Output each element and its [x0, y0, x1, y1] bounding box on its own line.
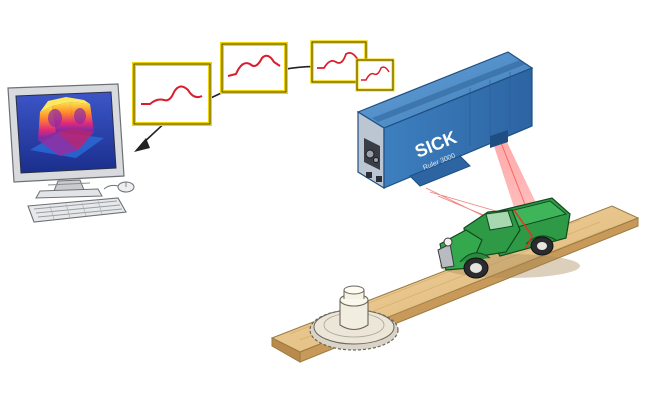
monitor-icon — [7, 83, 125, 199]
height-map-image — [30, 97, 104, 158]
profile-frame-2 — [220, 42, 288, 94]
profile-frame-1 — [132, 62, 212, 126]
mouse-icon — [103, 181, 135, 193]
profile-frame-4 — [355, 58, 395, 92]
truck-icon — [437, 197, 580, 279]
camera-icon: SICK Ruler 3000 — [356, 51, 534, 190]
keyboard-icon — [27, 197, 127, 223]
gear-icon — [309, 285, 399, 351]
